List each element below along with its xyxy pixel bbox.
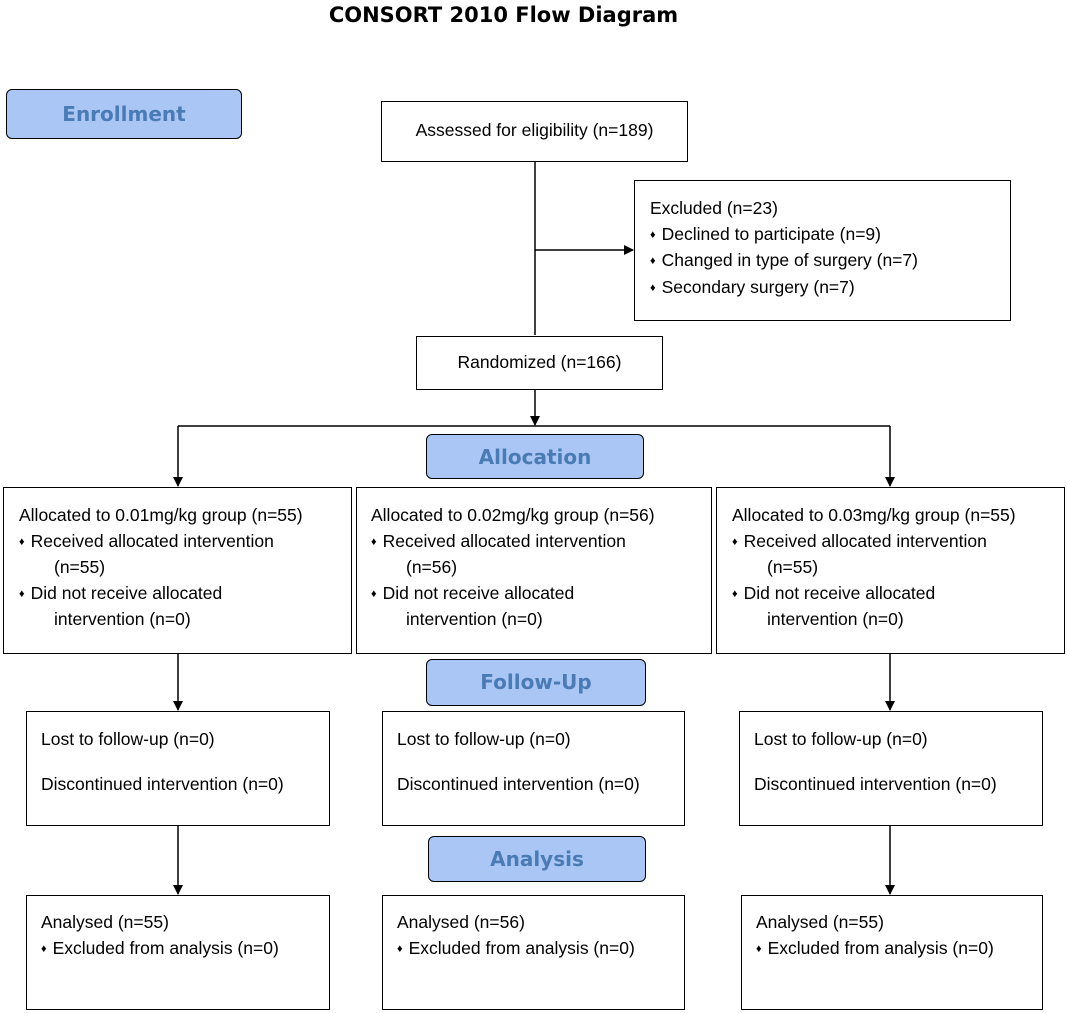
excluded-box: Excluded (n=23) ♦ Declined to participate… (634, 180, 1011, 321)
excluded-heading: Excluded (n=23) (650, 198, 778, 218)
received-text: Received allocated intervention (743, 530, 987, 551)
excluded-item-text: Changed in type of surgery (n=7) (661, 250, 918, 270)
not-received-count: intervention (n=0) (767, 609, 904, 629)
excluded-analysis-text: Excluded from analysis (n=0) (52, 937, 279, 958)
analysis-box-group-2: Analysed (n=56) ♦ Excluded from analysis … (382, 895, 685, 1010)
not-received-count: intervention (n=0) (54, 609, 191, 629)
not-received-text: Did not receive allocated (30, 582, 223, 603)
discontinued-text: Discontinued intervention (n=0) (754, 773, 997, 794)
diamond-bullet-icon: ♦ (371, 587, 377, 600)
diamond-bullet-icon: ♦ (371, 535, 377, 548)
diamond-bullet-icon: ♦ (732, 535, 738, 548)
analysed-text: Analysed (n=56) (397, 912, 525, 932)
diamond-bullet-icon: ♦ (732, 587, 738, 600)
excluded-analysis-line: ♦ Excluded from analysis (n=0) (397, 936, 684, 963)
diamond-bullet-icon: ♦ (397, 942, 403, 955)
received-count: (n=55) (54, 557, 106, 577)
followup-box-group-2: Lost to follow-up (n=0) Discontinued int… (382, 711, 685, 826)
received-text: Received allocated intervention (30, 530, 274, 551)
excluded-item: ♦ Changed in type of surgery (n=7) (650, 248, 1010, 275)
allocated-heading: Allocated to 0.03mg/kg group (n=55) (732, 505, 1016, 525)
stage-analysis: Analysis (428, 836, 646, 882)
discontinued-text: Discontinued intervention (n=0) (397, 773, 640, 794)
followup-box-group-1: Lost to follow-up (n=0) Discontinued int… (26, 711, 330, 826)
excluded-item: ♦ Secondary surgery (n=7) (650, 275, 1010, 302)
randomized-box: Randomized (n=166) (416, 336, 663, 390)
lost-followup-text: Lost to follow-up (n=0) (41, 729, 215, 749)
stage-allocation: Allocation (426, 434, 644, 479)
excluded-analysis-text: Excluded from analysis (n=0) (767, 937, 994, 958)
allocation-box-group-2: Allocated to 0.02mg/kg group (n=56) ♦ Rec… (356, 487, 712, 654)
not-received-line: ♦ Did not receive allocated (732, 581, 1064, 608)
excluded-item-text: Secondary surgery (n=7) (661, 276, 855, 297)
received-count: (n=55) (767, 557, 819, 577)
assessed-text: Assessed for eligibility (n=189) (415, 120, 654, 140)
not-received-count: intervention (n=0) (406, 609, 543, 629)
not-received-line: ♦ Did not receive allocated (19, 581, 351, 608)
diamond-bullet-icon: ♦ (650, 281, 656, 294)
allocated-heading: Allocated to 0.01mg/kg group (n=55) (19, 505, 303, 525)
followup-box-group-3: Lost to follow-up (n=0) Discontinued int… (739, 711, 1043, 826)
excluded-analysis-line: ♦ Excluded from analysis (n=0) (756, 936, 1042, 963)
allocated-heading: Allocated to 0.02mg/kg group (n=56) (371, 505, 655, 525)
diamond-bullet-icon: ♦ (41, 942, 47, 955)
not-received-line: ♦ Did not receive allocated (371, 581, 711, 608)
allocation-box-group-3: Allocated to 0.03mg/kg group (n=55) ♦ Rec… (716, 487, 1065, 654)
assessed-box: Assessed for eligibility (n=189) (381, 101, 688, 162)
diamond-bullet-icon: ♦ (756, 942, 762, 955)
received-line: ♦ Received allocated intervention (371, 529, 711, 556)
analysis-box-group-3: Analysed (n=55) ♦ Excluded from analysis … (741, 895, 1043, 1010)
excluded-analysis-text: Excluded from analysis (n=0) (408, 937, 635, 958)
received-text: Received allocated intervention (382, 530, 626, 551)
stage-enrollment: Enrollment (6, 89, 242, 139)
excluded-item-text: Declined to participate (n=9) (661, 223, 881, 244)
not-received-text: Did not receive allocated (743, 582, 936, 603)
stage-follow-up: Follow-Up (426, 659, 646, 706)
received-count: (n=56) (406, 557, 458, 577)
allocation-box-group-1: Allocated to 0.01mg/kg group (n=55) ♦ Rec… (3, 487, 352, 654)
not-received-text: Did not receive allocated (382, 582, 575, 603)
diagram-title: CONSORT 2010 Flow Diagram (328, 3, 679, 27)
analysed-text: Analysed (n=55) (756, 912, 884, 932)
discontinued-text: Discontinued intervention (n=0) (41, 773, 284, 794)
diamond-bullet-icon: ♦ (19, 535, 25, 548)
randomized-text: Randomized (n=166) (457, 352, 622, 372)
diamond-bullet-icon: ♦ (19, 587, 25, 600)
analysis-box-group-1: Analysed (n=55) ♦ Excluded from analysis … (26, 895, 330, 1010)
lost-followup-text: Lost to follow-up (n=0) (397, 729, 571, 749)
diamond-bullet-icon: ♦ (650, 255, 656, 267)
excluded-item: ♦ Declined to participate (n=9) (650, 222, 1010, 249)
received-line: ♦ Received allocated intervention (732, 529, 1064, 556)
analysed-text: Analysed (n=55) (41, 912, 169, 932)
excluded-analysis-line: ♦ Excluded from analysis (n=0) (41, 936, 329, 963)
diamond-bullet-icon: ♦ (650, 228, 656, 241)
lost-followup-text: Lost to follow-up (n=0) (754, 729, 928, 749)
received-line: ♦ Received allocated intervention (19, 529, 351, 556)
